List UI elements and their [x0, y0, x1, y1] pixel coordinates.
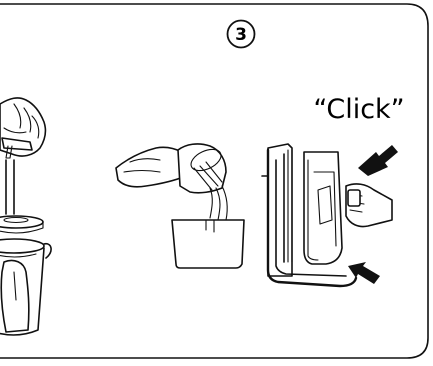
panel-insert-tank: [262, 144, 398, 286]
hand-lifting-filter-icon: [0, 98, 45, 158]
step-badge: 3: [228, 21, 255, 48]
hand-inserting-tank-icon: [346, 184, 392, 227]
panel-pour-water: [116, 144, 244, 268]
pouring-arm: [116, 147, 186, 187]
step-number: 3: [235, 25, 247, 45]
push-arrow-lower-icon: [348, 262, 380, 284]
hand-pouring-jug-icon: [178, 144, 226, 193]
push-arrow-upper-icon: [358, 145, 398, 176]
panel-remove-filter: [0, 98, 51, 335]
click-label: “Click”: [313, 94, 404, 125]
tank-being-inserted: [304, 152, 342, 264]
water-tank: [172, 220, 244, 268]
